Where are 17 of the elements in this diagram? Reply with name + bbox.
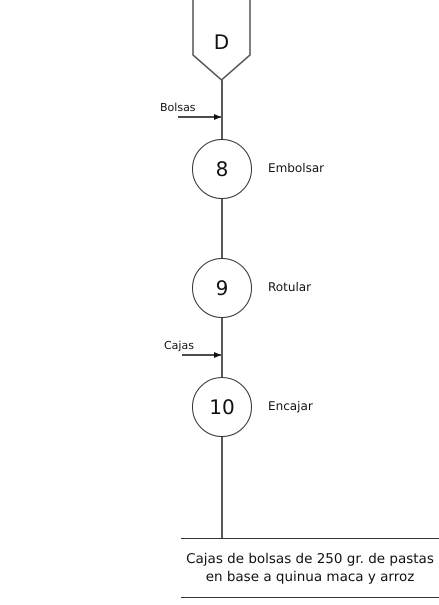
flow-line [221, 437, 223, 538]
input-label: Cajas [164, 338, 194, 352]
operation-circle: 9 [192, 258, 252, 318]
operation-circle: 10 [192, 377, 252, 437]
hopper-label: D [214, 30, 230, 54]
product-description: Cajas de bolsas de 250 gr. de pastas en base a quinua maca y arroz [185, 550, 435, 586]
input-arrow [178, 114, 221, 120]
operation-circle: 8 [192, 139, 252, 199]
operation-name: Encajar [268, 399, 313, 413]
flow-line [221, 318, 223, 377]
flow-line [221, 80, 223, 139]
input-label: Bolsas [160, 100, 196, 114]
operation-name: Embolsar [268, 161, 324, 175]
operation-name: Rotular [268, 280, 312, 294]
input-arrow [182, 352, 221, 358]
flow-line [221, 199, 223, 258]
product-output-box [181, 538, 439, 598]
